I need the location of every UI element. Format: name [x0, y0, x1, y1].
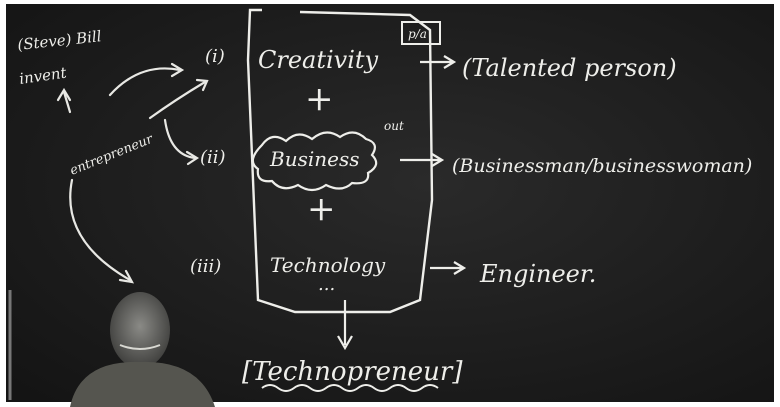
item-3-text: Technology — [270, 253, 386, 277]
item-3-result: Engineer. — [479, 260, 596, 288]
ellipsis-dots: ... — [318, 274, 335, 295]
item-2-text: Business — [269, 147, 359, 171]
business-cloud — [251, 131, 378, 192]
item-2-result: (Businessman/businesswoman) — [452, 155, 752, 177]
plus-sign-2: + — [307, 189, 336, 229]
item-2-arrow — [400, 153, 445, 167]
technopreneur-label: [Technopreneur] — [242, 357, 463, 387]
entrepreneur-arrows — [56, 62, 209, 284]
item-1-text: Creativity — [258, 46, 379, 74]
item-1-number: (i) — [205, 46, 225, 67]
presenter-figure — [70, 292, 215, 407]
item-1-result: (Talented person) — [462, 54, 677, 82]
technopreneur-arrow — [337, 300, 353, 351]
item-3-number: (iii) — [190, 256, 221, 277]
technopreneur-underline — [261, 384, 439, 392]
item-3-arrow — [430, 261, 467, 275]
central-outline — [246, 8, 434, 314]
item-2-tag: out — [384, 119, 404, 133]
item-1-arrow — [420, 55, 457, 69]
item-1-tag: p/a — [408, 27, 427, 41]
plus-sign-1: + — [305, 79, 334, 119]
item-2-number: (ii) — [200, 147, 226, 168]
item-1-tag-box — [401, 21, 441, 45]
